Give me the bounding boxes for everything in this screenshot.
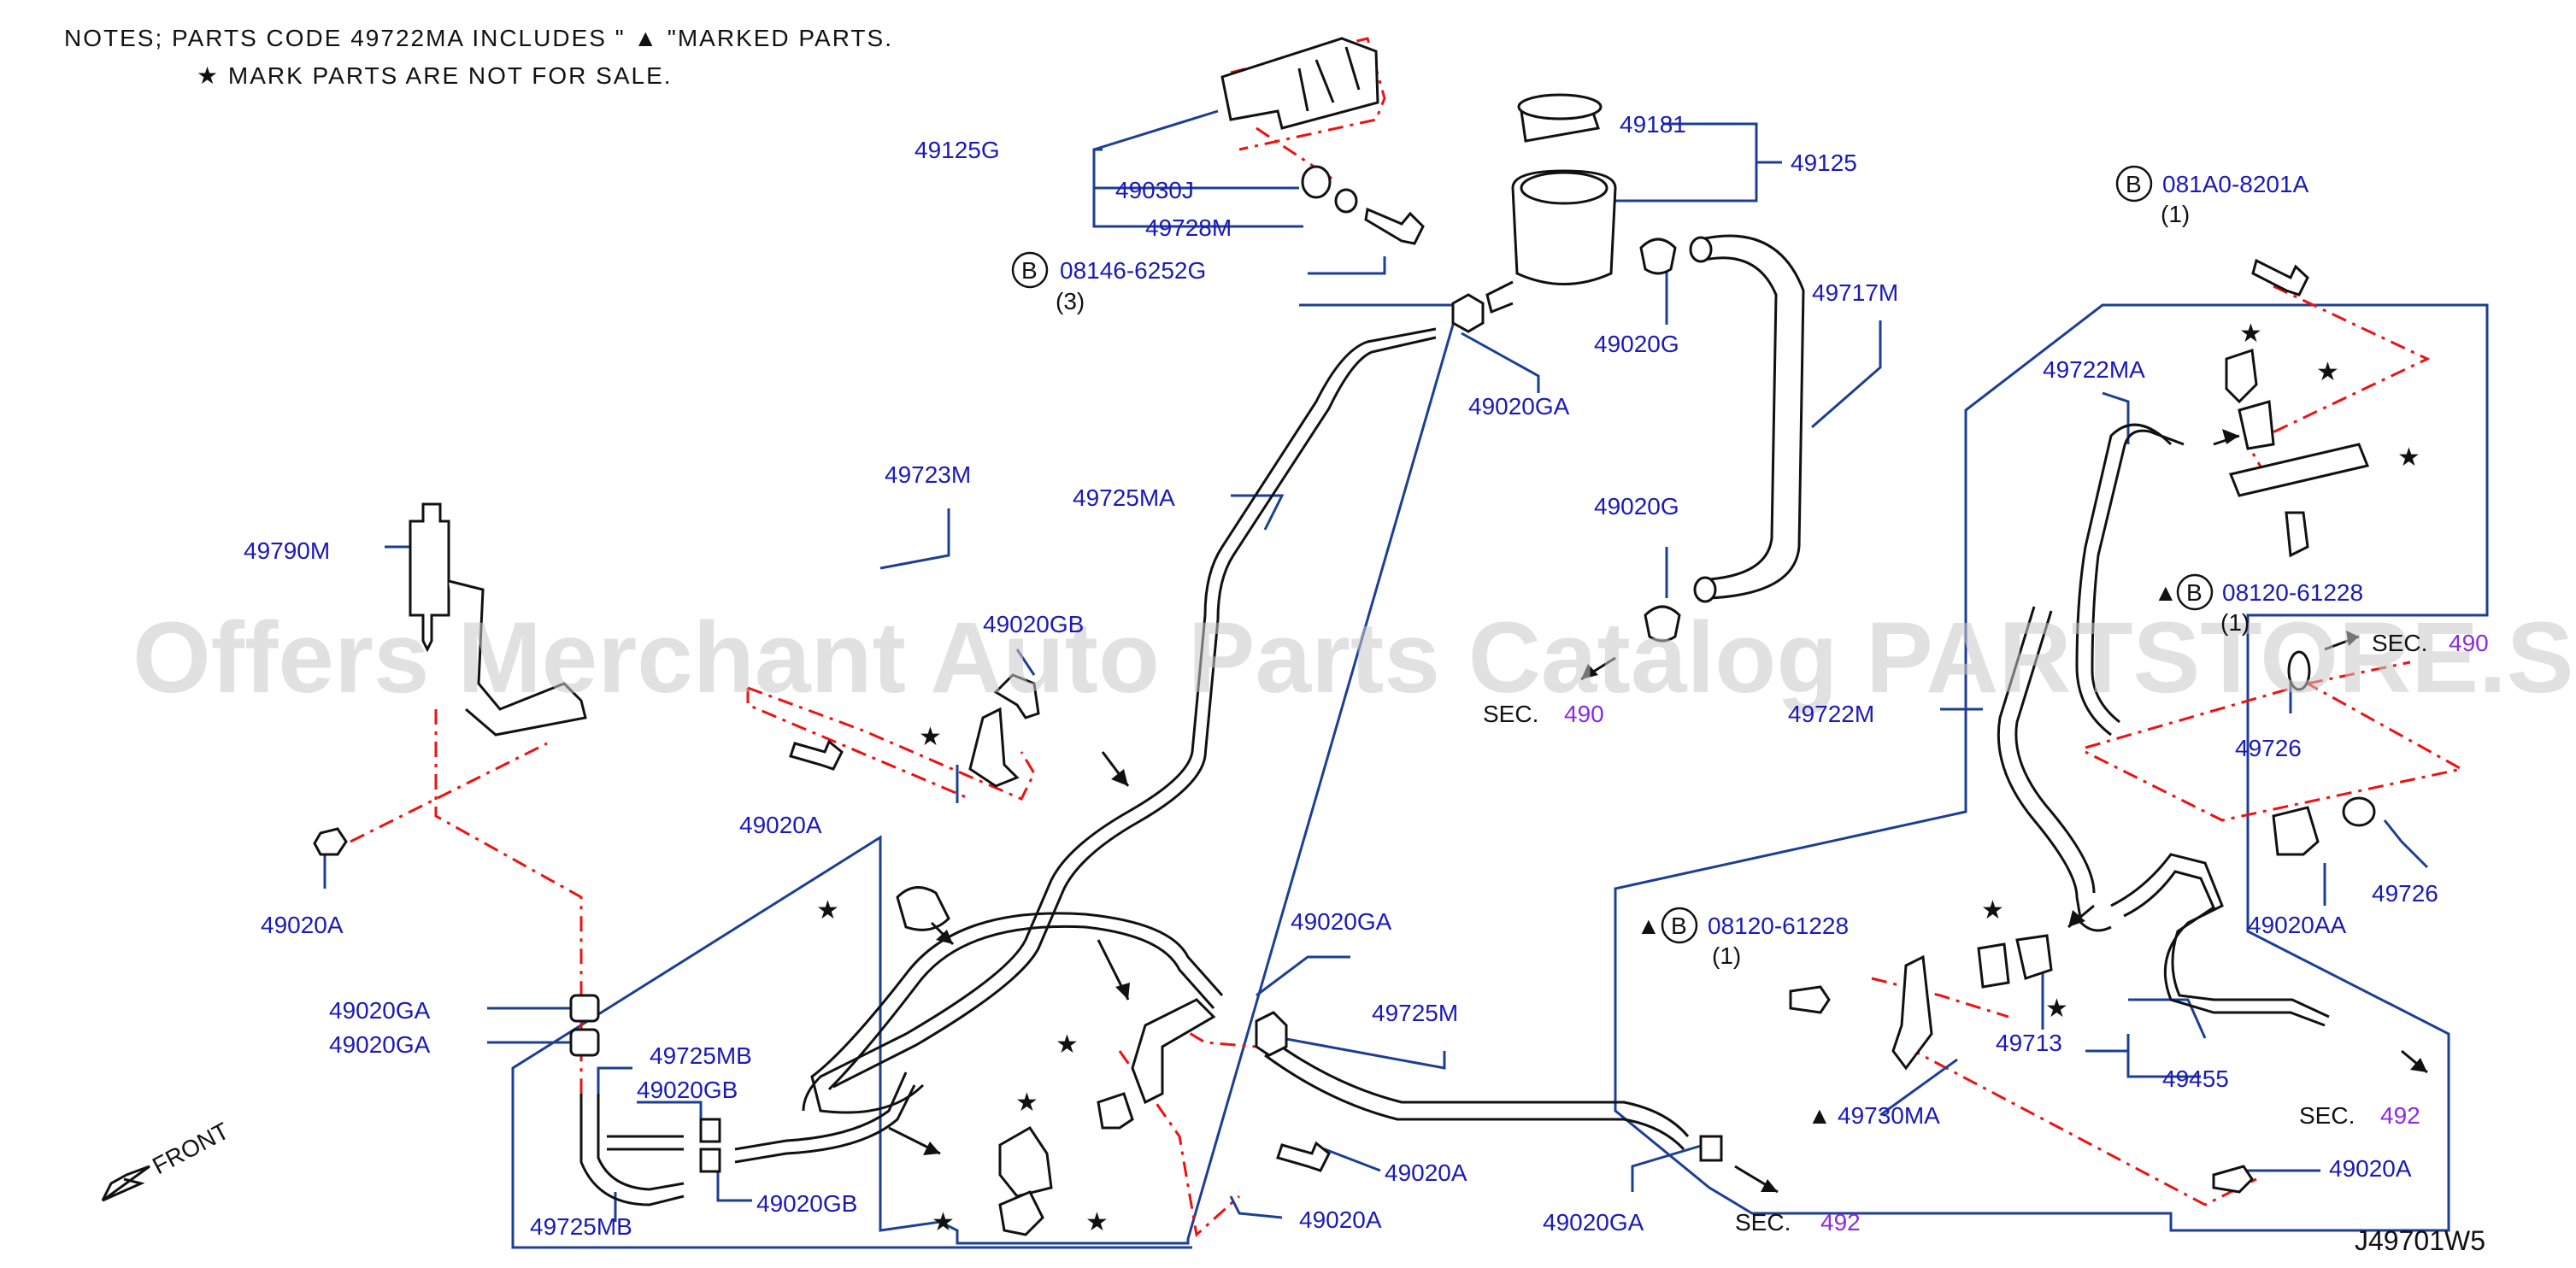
section-ref-490-right: SEC. 490 — [2372, 630, 2489, 656]
star-marker: ★ — [919, 722, 942, 752]
label-49020GA-bottom: 49020GA — [1543, 1209, 1644, 1236]
svg-text:SEC.: SEC. — [2299, 1102, 2355, 1129]
label-49020AA: 49020AA — [2248, 912, 2347, 938]
star-marker: ★ — [2316, 357, 2339, 387]
diagram-code: J49701W5 — [2355, 1225, 2485, 1256]
assembly-boundary-49722M — [1614, 303, 2489, 1232]
label-49020A-bottom-1: 49020A — [1385, 1159, 1467, 1186]
label-49726-a: 49726 — [2235, 735, 2302, 761]
label-49020GA-left-2: 49020GA — [329, 1031, 431, 1058]
star-marker: ★ — [2239, 319, 2262, 349]
not-for-sale-markers: ★ ★ ★ ★ ★ ★ ★ ★ ★ ★ ★ — [816, 319, 2420, 1237]
notes-line-1: NOTES; PARTS CODE 49722MA INCLUDES " ▲ "… — [64, 25, 893, 51]
svg-text:▲: ▲ — [1808, 1102, 1832, 1129]
bolt-ref-08146: B 08146-6252G (3) — [1011, 251, 1206, 314]
label-49725M: 49725M — [1372, 1000, 1458, 1026]
star-marker: ★ — [1085, 1207, 1109, 1237]
label-49730MA: 49730MA — [1838, 1102, 1940, 1129]
label-49020GB-a: 49020GB — [637, 1077, 738, 1103]
svg-text:B: B — [1671, 913, 1687, 939]
label-49020A-bottom-2: 49020A — [1299, 1206, 1382, 1233]
front-direction-indicator: FRONT — [101, 1118, 233, 1202]
label-08120-61228-left: 08120-61228 — [1708, 913, 1849, 939]
qty-081A0: (1) — [2161, 201, 2190, 227]
assembly-boundary-49723M — [511, 303, 1455, 1249]
bolt-ref-081A0: B 081A0-8201A (1) — [2115, 165, 2309, 227]
label-08146-6252G: 08146-6252G — [1060, 257, 1206, 284]
label-49020GA-top: 49020GA — [1468, 393, 1570, 420]
label-49725MB-bottom: 49725MB — [530, 1213, 632, 1240]
qty-08146: (3) — [1056, 288, 1085, 314]
label-49725MB-a: 49725MB — [650, 1042, 752, 1069]
bolt-circle-letter: B — [1021, 257, 1038, 284]
svg-text:490: 490 — [1564, 701, 1604, 727]
star-marker: ★ — [1056, 1030, 1079, 1060]
label-49722M: 49722M — [1788, 701, 1874, 727]
svg-text:B: B — [2126, 171, 2142, 197]
label-49020GB-bottom: 49020GB — [756, 1190, 857, 1217]
label-49722MA: 49722MA — [2043, 356, 2145, 383]
label-49717M: 49717M — [1812, 279, 1898, 306]
label-49020G-mid: 49020G — [1594, 493, 1679, 520]
svg-text:492: 492 — [1820, 1209, 1861, 1236]
label-081A0-8201A: 081A0-8201A — [2162, 171, 2309, 197]
star-marker: ★ — [932, 1207, 955, 1237]
label-49020G-top: 49020G — [1594, 331, 1679, 357]
notes-line-2: ★ MARK PARTS ARE NOT FOR SALE. — [197, 62, 673, 89]
leader-lines — [323, 109, 2429, 1222]
label-49030J: 49030J — [1115, 177, 1194, 203]
label-49020A-left: 49020A — [261, 912, 344, 938]
front-label: FRONT — [148, 1118, 233, 1180]
qty-08120-right: (1) — [2220, 609, 2250, 636]
star-marker: ★ — [2045, 994, 2068, 1024]
label-49125G: 49125G — [915, 137, 1000, 163]
parts-artwork — [313, 37, 2428, 1236]
svg-text:SEC.: SEC. — [1483, 701, 1538, 727]
label-49713: 49713 — [1996, 1030, 2062, 1056]
section-ref-492-right: SEC. 492 — [2299, 1102, 2420, 1129]
svg-text:▲: ▲ — [2154, 579, 2178, 606]
label-49790M: 49790M — [244, 537, 330, 564]
section-ref-490-left: SEC. 490 — [1483, 701, 1604, 727]
label-49020GB-top: 49020GB — [983, 611, 1084, 637]
label-49725MA: 49725MA — [1073, 484, 1175, 511]
section-ref-492-bottom: SEC. 492 — [1735, 1209, 1861, 1236]
svg-text:490: 490 — [2449, 630, 2489, 656]
star-marker: ★ — [1015, 1088, 1038, 1118]
label-49020GA-left-1: 49020GA — [329, 997, 431, 1024]
svg-text:492: 492 — [2380, 1102, 2420, 1129]
label-49020GA-mid: 49020GA — [1291, 908, 1392, 935]
label-49125: 49125 — [1791, 150, 1857, 176]
watermark: Offers Merchant Auto Parts Catalog PARTS… — [132, 602, 2576, 714]
star-marker: ★ — [2397, 443, 2420, 473]
svg-text:B: B — [2186, 579, 2203, 606]
label-group-49730MA: ▲ 49730MA — [1808, 1102, 1940, 1129]
qty-08120-left: (1) — [1712, 942, 1741, 969]
svg-text:SEC.: SEC. — [2372, 630, 2427, 656]
label-49726-b: 49726 — [2372, 880, 2438, 907]
bolt-ref-08120-left: ▲ B 08120-61228 (1) — [1637, 907, 1849, 969]
svg-text:SEC.: SEC. — [1735, 1209, 1791, 1236]
label-49728M: 49728M — [1145, 214, 1232, 241]
label-49455: 49455 — [2162, 1065, 2229, 1092]
svg-text:▲: ▲ — [1637, 913, 1661, 939]
star-marker: ★ — [1981, 895, 2004, 925]
part-labels: 49125G 49030J 49728M B 08146-6252G (3) 4… — [244, 111, 2438, 1240]
label-49723M: 49723M — [885, 461, 971, 488]
label-08120-61228-right: 08120-61228 — [2222, 579, 2363, 606]
label-49020A-mid: 49020A — [739, 812, 822, 838]
front-arrow-icon — [101, 1165, 150, 1202]
star-marker: ★ — [816, 895, 839, 925]
label-49181: 49181 — [1620, 111, 1686, 138]
label-49020A-bottom-right: 49020A — [2329, 1155, 2412, 1182]
bolt-ref-08120-right: ▲ B 08120-61228 (1) — [2154, 573, 2363, 636]
